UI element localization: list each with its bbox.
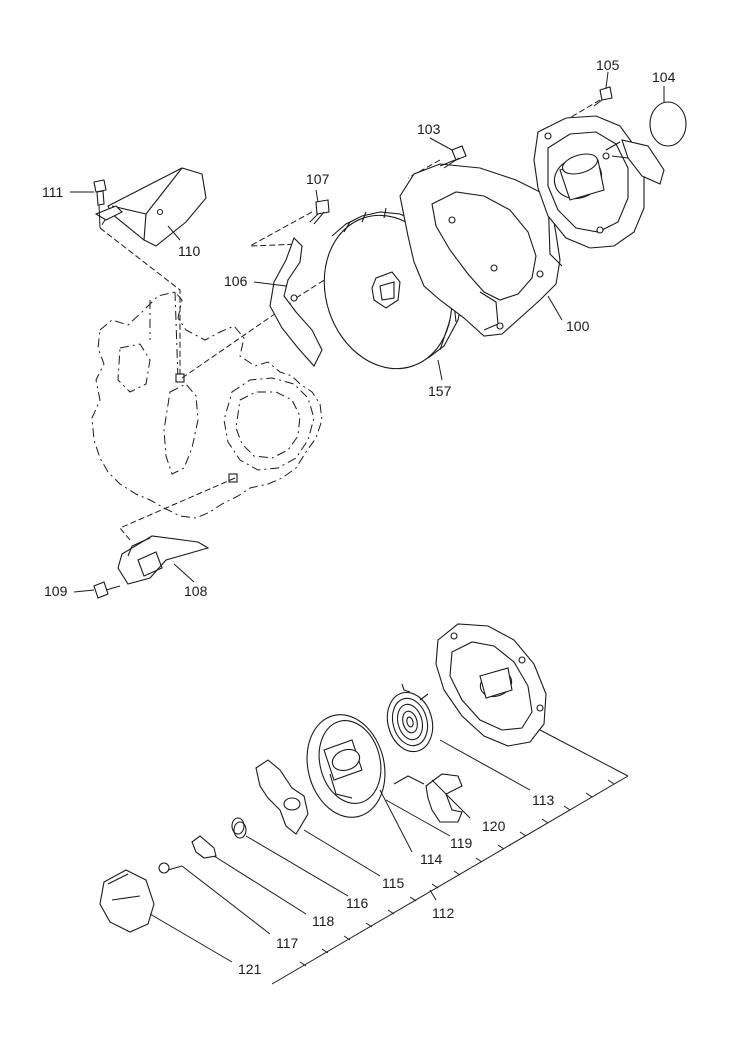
leader-lines — [70, 71, 665, 985]
callout-104: 104 — [652, 69, 676, 85]
part-116-spring — [231, 817, 247, 839]
callout-100: 100 — [566, 318, 590, 334]
engine-outline — [91, 291, 323, 519]
part-118-guide — [191, 835, 217, 859]
part-105-bolt — [593, 86, 613, 107]
callout-108: 108 — [184, 583, 208, 599]
part-107-bolt — [309, 199, 330, 225]
callout-111: 111 — [42, 184, 63, 200]
callout-107: 107 — [306, 171, 330, 187]
part-111-bolt — [93, 179, 107, 229]
callout-116: 116 — [346, 895, 369, 911]
part-109-bolt — [93, 581, 121, 599]
part-113-recoil-case — [435, 623, 547, 747]
callout-105: 105 — [596, 57, 620, 73]
callout-114: 114 — [420, 851, 443, 867]
callout-120: 120 — [482, 818, 506, 834]
part-121-cover-cap — [99, 869, 155, 933]
part-103-bolt — [439, 145, 467, 169]
part-115-ratchet — [255, 759, 309, 835]
part-119-spring — [386, 683, 434, 753]
callout-118: 118 — [312, 913, 335, 929]
recoil-starter-assembly — [533, 115, 665, 249]
callout-109: 109 — [44, 583, 68, 599]
callout-106: 106 — [224, 273, 248, 289]
callout-121: 121 — [238, 961, 262, 977]
part-108-plate — [117, 535, 210, 585]
part-106-shield — [269, 237, 323, 367]
part-117-screw — [158, 862, 183, 874]
part-120-handle — [393, 773, 463, 823]
callout-112: 112 — [432, 905, 455, 921]
callout-115: 115 — [382, 875, 405, 891]
callout-labels: 111 110 107 103 105 104 106 100 157 109 … — [42, 57, 676, 977]
callout-157: 157 — [428, 383, 452, 399]
callout-110: 110 — [178, 243, 201, 259]
part-114-reel — [306, 714, 386, 818]
part-104-emblem — [649, 101, 687, 147]
part-110-cover-plate — [94, 167, 207, 247]
callout-113: 113 — [532, 792, 555, 808]
callout-103: 103 — [417, 121, 441, 137]
callout-117: 117 — [276, 935, 299, 951]
callout-119: 119 — [450, 835, 473, 851]
